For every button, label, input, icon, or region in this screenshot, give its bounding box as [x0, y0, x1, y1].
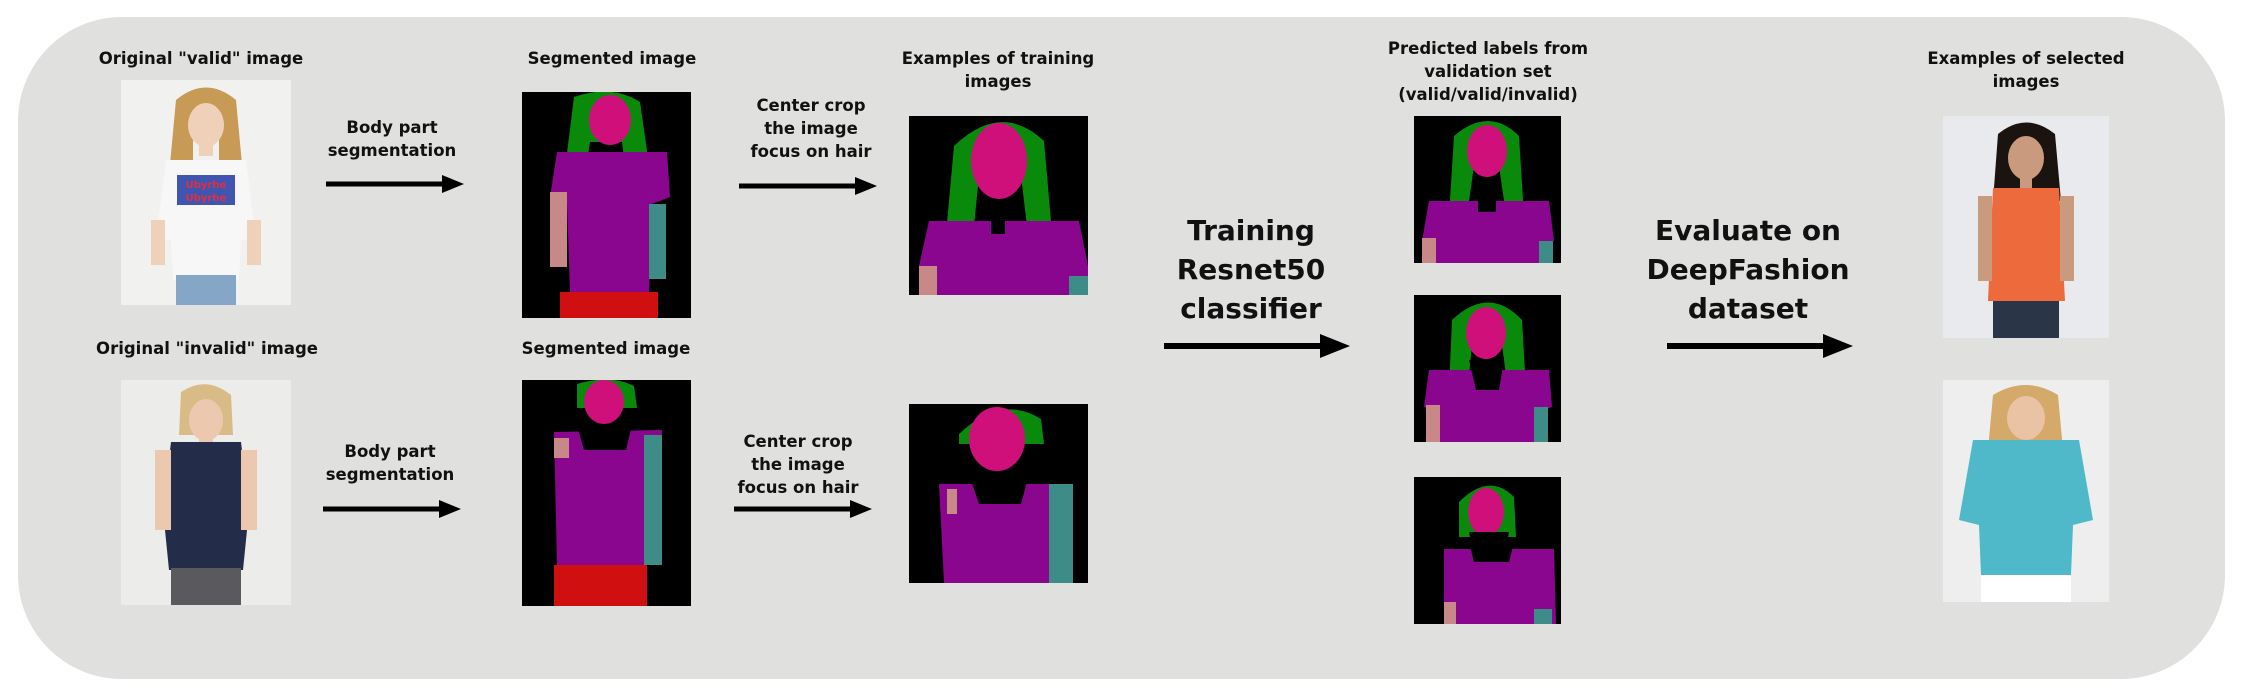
selected-image-2 [1943, 380, 2109, 602]
selected-image-1 [1943, 116, 2109, 338]
figure-panel [18, 17, 2225, 679]
training-crop-top [909, 116, 1088, 295]
arrow-crop-bottom [734, 500, 872, 518]
prediction-image-2 [1414, 295, 1561, 442]
label-original-invalid: Original "invalid" image [96, 339, 318, 358]
label-center-crop-bottom: Center crop the image focus on hair [737, 432, 859, 497]
label-center-crop-top: Center crop the image focus on hair [750, 96, 872, 161]
original-valid-photo: Ubyrhe Ubyrhe [121, 80, 291, 305]
arrow-training [1164, 334, 1350, 358]
segmented-image-top [522, 92, 691, 318]
prediction-image-3 [1414, 477, 1561, 624]
label-segmented-top: Segmented image [527, 49, 697, 68]
label-predicted-labels: Predicted labels from validation set (va… [1387, 39, 1589, 104]
label-training-examples: Examples of training images [901, 49, 1095, 91]
label-segmented-bottom: Segmented image [521, 339, 691, 358]
arrow-segmentation-top [326, 175, 464, 193]
original-invalid-photo [121, 380, 291, 605]
prediction-image-1 [1414, 116, 1561, 263]
label-body-part-seg-top: Body part segmentation [327, 118, 457, 160]
arrow-evaluate [1667, 334, 1853, 358]
label-selected-examples: Examples of selected images [1927, 49, 2125, 91]
training-crop-bottom [909, 404, 1088, 583]
arrow-crop-top [739, 177, 877, 195]
label-original-valid: Original "valid" image [98, 49, 304, 68]
step-training: Training Resnet50 classifier [1176, 214, 1326, 325]
shirt-print-line-1: Ubyrhe [186, 180, 227, 191]
shirt-print-line-2: Ubyrhe [186, 193, 227, 204]
step-evaluate: Evaluate on DeepFashion dataset [1646, 214, 1850, 325]
label-body-part-seg-bottom: Body part segmentation [325, 442, 455, 484]
segmented-image-bottom [522, 380, 691, 606]
arrow-segmentation-bottom [323, 500, 461, 518]
